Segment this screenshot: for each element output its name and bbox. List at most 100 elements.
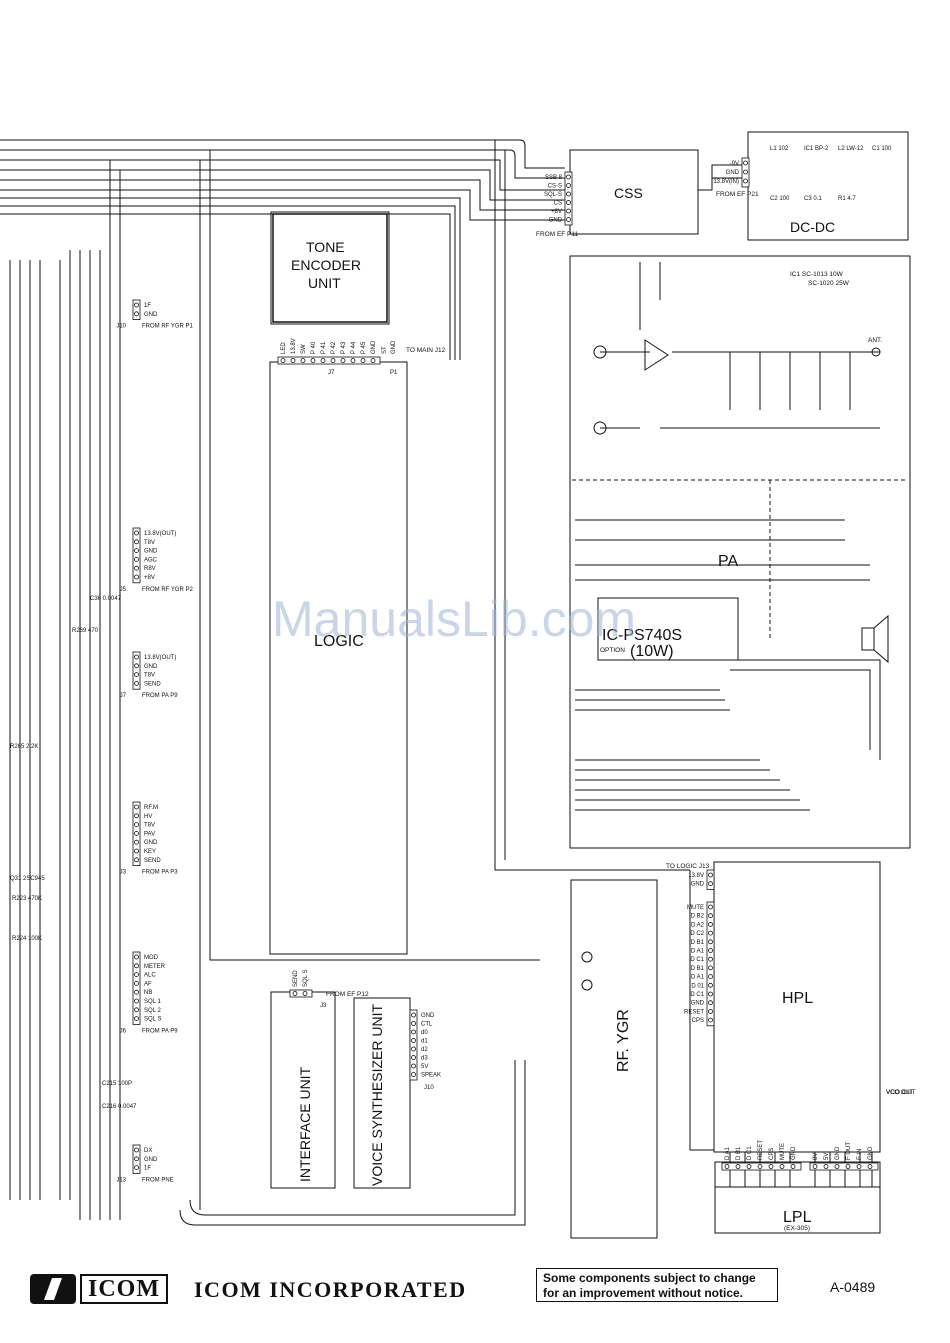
left-j13-pin — [134, 1147, 139, 1153]
left-j5-pin-label: R8V — [144, 566, 156, 572]
left-j3-pin — [134, 831, 139, 836]
pa-option-label: OPTION — [600, 647, 625, 654]
css-j1-pin — [566, 208, 571, 214]
left-connector-id: J5 — [120, 587, 127, 593]
lpl-j1-pin — [823, 1164, 829, 1169]
left-connector-from: FROM PA P3 — [142, 870, 178, 876]
tone-j7-pin — [350, 358, 356, 363]
hpl-title: HPL — [782, 990, 813, 1007]
left-j6-pin-label: ALC — [144, 973, 156, 979]
left-j6-pin — [134, 989, 139, 995]
hpl-vco-out: VCO OUT — [886, 1089, 916, 1096]
hpl-p2-pin-label: RESET — [684, 1009, 704, 1015]
lpl-j1-pin — [867, 1164, 873, 1169]
tone-title-3: UNIT — [308, 275, 341, 291]
dcdc-conn-pin — [743, 160, 748, 166]
hpl-p2-pin — [708, 1009, 713, 1014]
left-j6-pin-label: METER — [144, 964, 166, 970]
css-j1-pin-label: GND — [549, 218, 563, 224]
css-title: CSS — [614, 185, 643, 201]
hpl-p2-pin — [708, 974, 713, 979]
left-part-label: C215 100P — [102, 1081, 132, 1087]
hpl-p2-pin-label: D B1 — [691, 966, 705, 972]
hpl-p2-pin-label: MUTE — [687, 905, 704, 911]
left-j6-pin-label: SQL S — [144, 1017, 161, 1023]
lpl-j2-pin-label: GND — [791, 1146, 797, 1160]
dcdc-conn-pin — [743, 178, 748, 184]
voice-j10-pin — [411, 1029, 416, 1035]
dcdc-part-label: L2 LW-12 — [838, 146, 864, 152]
hpl-p2-pin-label: CPS — [692, 1018, 704, 1024]
left-connector-id: J6 — [120, 1028, 127, 1034]
dcdc-from: FROM EF P21 — [716, 191, 759, 198]
css-j1-pin — [566, 217, 571, 222]
voice-j10-pin — [411, 1012, 416, 1018]
left-j6-strip — [132, 951, 141, 1025]
tone-to-main: TO MAIN J12 — [406, 347, 446, 354]
dcdc-conn-pin — [743, 169, 748, 175]
title-block: ICOM ICOM INCORPORATED Some components s… — [0, 1262, 950, 1322]
lpl-j2-pin-label: RESET — [758, 1140, 764, 1160]
tone-title-2: ENCODER — [291, 257, 361, 273]
hpl-p2-pin — [708, 922, 713, 927]
left-j6-pin-label: MOD — [144, 955, 159, 961]
hpl-p2-pin — [708, 965, 713, 971]
lpl-j2-pin — [757, 1164, 763, 1169]
left-j3-pin — [134, 813, 139, 819]
left-part-label: C216 0.0047 — [102, 1104, 137, 1110]
lpl-j2-pin-label: CPS — [769, 1148, 775, 1160]
left-j10-pin — [134, 302, 139, 308]
hpl-p2-pin — [708, 939, 713, 945]
left-connector-from: FROM PNE — [142, 1177, 174, 1183]
tone-side-pin: GND — [391, 340, 397, 354]
left-part-label: C36 0.0047 — [90, 596, 122, 602]
interface-connector-label: J3 — [320, 1003, 327, 1009]
lpl-title: LPL — [783, 1209, 812, 1226]
left-j6-pin-label: SQL 2 — [144, 1008, 161, 1014]
tone-title-1: TONE — [306, 239, 345, 255]
left-j3-pin-label: GND — [144, 840, 158, 846]
left-j5-pin — [134, 539, 139, 545]
voice-j10-pin-label: d2 — [421, 1047, 428, 1053]
pa-title: PA — [718, 553, 738, 570]
left-j6-pin — [134, 972, 139, 977]
left-j6-pin-label: NB — [144, 990, 152, 996]
left-j5-pin-label: 13.8V(OUT) — [144, 531, 176, 537]
tone-connector-label: J7 — [328, 370, 335, 376]
css-j1-pin-label: SSB 8 — [545, 175, 563, 181]
left-part-label: R223 470K — [12, 896, 42, 902]
left-j3-pin-label: KEY — [144, 849, 156, 855]
left-part-label: R265 2.2K — [10, 744, 38, 750]
left-j5-pin-label: AGC — [144, 557, 158, 563]
css-j1-pin — [566, 191, 571, 197]
tone-j7-pin-label: P 43 — [341, 341, 347, 354]
left-j3-pin-label: HV — [144, 814, 152, 820]
hpl-p2-pin — [708, 956, 713, 962]
voice-j10-pin — [411, 1055, 416, 1060]
hpl-p2-pin — [708, 930, 713, 936]
lpl-j2-pin — [746, 1164, 752, 1169]
left-j6-pin — [134, 954, 139, 960]
left-j6-pin-label: SQL 1 — [144, 999, 161, 1005]
hpl-p2-pin — [708, 948, 713, 953]
left-j5-pin-label: T8V — [144, 540, 155, 546]
pa-option-power: (10W) — [630, 643, 674, 660]
pa-ic-note-2: SC-1020 25W — [808, 280, 850, 287]
hpl-vco-pin: VCO OUT — [886, 1090, 914, 1096]
hpl-p2-pin — [708, 913, 713, 919]
left-j3-pin — [134, 839, 139, 845]
left-j5-pin — [134, 565, 139, 571]
hpl-p2-pin — [708, 991, 713, 997]
left-connector-from: FROM PA P9 — [142, 693, 178, 699]
left-j7-pin — [134, 681, 139, 686]
tone-j7-pin-label: P 42 — [331, 341, 337, 354]
left-j3-pin-label: T8V — [144, 823, 155, 829]
left-part-label: Q31 2SC945 — [10, 876, 45, 882]
left-j10-pin — [134, 311, 139, 317]
icom-logo-text: ICOM — [80, 1274, 168, 1304]
lpl-sub: (EX-305) — [784, 1225, 810, 1232]
left-j7-pin-label: SEND — [144, 681, 161, 687]
hpl-p2-pin-label: D B1 — [691, 940, 705, 946]
tone-j7-pin — [360, 358, 366, 363]
left-j3-pin-label: PAV — [144, 831, 155, 837]
